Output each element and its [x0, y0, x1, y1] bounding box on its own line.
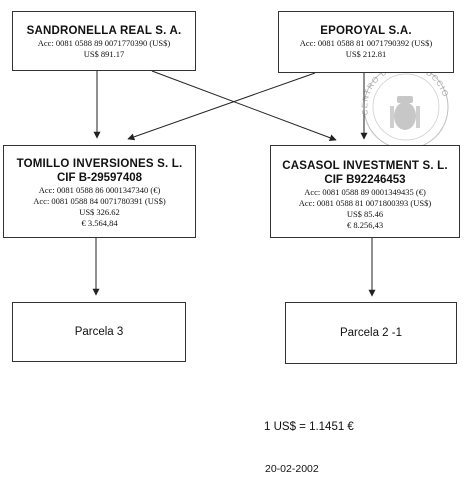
entity-name: TOMILLO INVERSIONES S. L. [16, 158, 183, 170]
arrow-sandronella-to-casasol [151, 70, 337, 142]
entity-box-tomillo: TOMILLO INVERSIONES S. L. CIF B-29597408… [3, 145, 196, 238]
document-date: 20-02-2002 [265, 463, 319, 475]
account-line: Acc: 0081 0588 84 0071780391 (US$) [33, 196, 166, 206]
account-line: Acc: 0081 0588 86 0001347340 (€) [38, 185, 161, 195]
parcel-name: Parcela 2 -1 [339, 327, 402, 339]
parcel-name: Parcela 3 [74, 326, 124, 338]
entity-name: SANDRONELLA REAL S. A. [26, 25, 182, 37]
entity-cif: CIF B92246453 [324, 174, 406, 186]
account-line: Acc: 0081 0588 81 0071800393 (US$) [298, 198, 432, 208]
entity-box-casasol: CASASOL INVESTMENT S. L. CIF B92246453 A… [270, 145, 460, 238]
balance-line: US$ 326.62 [79, 207, 120, 217]
parcel-box-parcela-2-1: Parcela 2 -1 [285, 302, 457, 364]
account-line: Acc: 0081 0588 89 0001349435 (€) [304, 187, 426, 197]
balance-line: US$ 85.46 [346, 209, 384, 219]
balance-line: US$ 212.81 [345, 49, 387, 59]
entity-name: EPOROYAL S.A. [320, 25, 412, 37]
coat-of-arms-emblem [390, 96, 420, 130]
balance-line: US$ 891.17 [83, 49, 125, 59]
entity-box-sandronella: SANDRONELLA REAL S. A. Acc: 0081 0588 89… [12, 11, 196, 71]
official-seal: CENTRO DE INSTRUCCION [356, 60, 449, 150]
entity-name: CASASOL INVESTMENT S. L. [282, 160, 448, 172]
entity-cif: CIF B-29597408 [56, 172, 143, 184]
arrow-eporoyal-to-tomillo [127, 72, 316, 141]
exchange-rate-note: 1 US$ = 1.1451 € [264, 421, 354, 433]
account-line: Acc: 0081 0588 89 0071770390 (US$) [37, 38, 171, 48]
balance-line: € 3.564,84 [81, 218, 118, 228]
entity-box-eporoyal: EPOROYAL S.A. Acc: 0081 0588 81 00717903… [278, 11, 454, 73]
account-line: Acc: 0081 0588 81 0071790392 (US$) [299, 38, 433, 48]
balance-line: € 8.256,43 [346, 220, 384, 230]
parcel-box-parcela-3: Parcela 3 [12, 302, 186, 362]
